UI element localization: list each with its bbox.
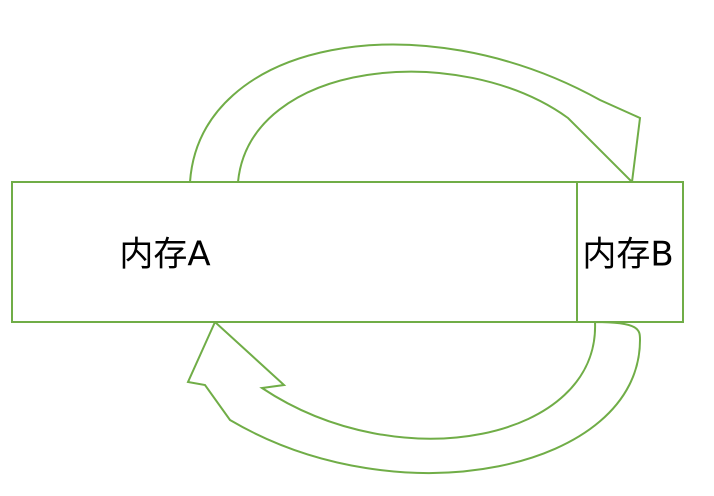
top-curved-arrow [188,43,642,185]
memory-a-block [11,181,578,323]
memory-b-label: 内存B [582,235,673,275]
memory-a-label: 内存A [119,235,210,275]
memory-b-block [576,181,684,323]
bottom-curved-arrow [186,320,642,474]
